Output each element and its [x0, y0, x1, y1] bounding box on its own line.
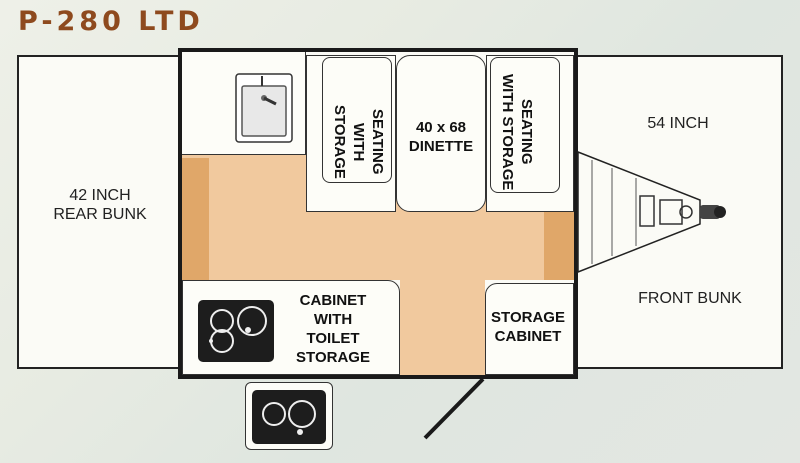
- storage-cabinet: [485, 283, 574, 375]
- wood-strip-left: [182, 158, 209, 280]
- seating-left-cushion: [322, 57, 392, 183]
- sink-icon: [235, 73, 293, 143]
- cooktop-icon: [198, 300, 274, 362]
- dinette-table: [396, 55, 486, 212]
- outdoor-cooktop-icon: [252, 390, 326, 444]
- cabinet-label: CABINET WITH TOILET STORAGE: [296, 292, 370, 366]
- rear-bunk: [17, 55, 180, 369]
- dinette-label: 40 x 68 DINETTE: [408, 119, 474, 155]
- floor-area-center: [400, 270, 485, 375]
- storage-cabinet-label: STORAGE CABINET: [491, 309, 565, 345]
- seating-right-label: SEATING WITH STORAGE: [499, 73, 535, 191]
- floor-area-right: [486, 212, 544, 280]
- wood-strip-right: [543, 212, 574, 280]
- door-swing-line: [423, 377, 485, 440]
- front-bunk-label: FRONT BUNK: [638, 290, 742, 307]
- rear-bunk-label: 42 INCH REAR BUNK: [53, 187, 147, 223]
- floorplan-title: P-280 LTD: [18, 6, 204, 37]
- front-width-label: 54 INCH: [647, 115, 709, 132]
- hitch-tongue-icon: [577, 150, 726, 274]
- seating-right-cushion: [490, 57, 560, 193]
- seating-left-label: SEATING WITH STORAGE: [331, 105, 386, 179]
